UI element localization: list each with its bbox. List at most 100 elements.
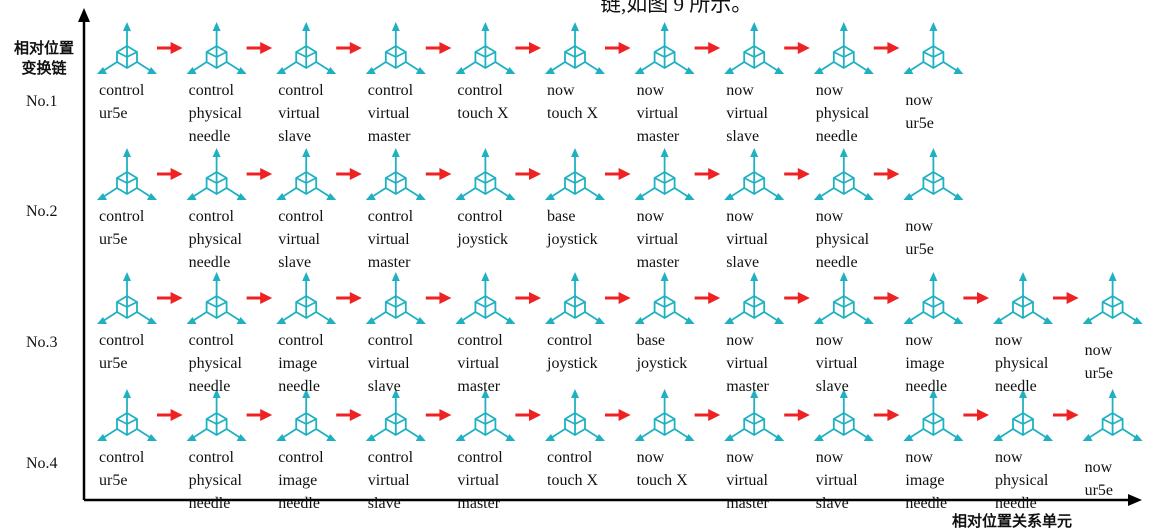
chain-arrow	[246, 168, 273, 180]
frame-label-line: master	[726, 495, 769, 512]
frame-label-line: now	[995, 332, 1023, 349]
frame-label-line: physical	[995, 472, 1049, 489]
coordinate-frame-icon	[813, 272, 874, 324]
frame-label-line: virtual	[726, 472, 768, 489]
frame-label-line: now	[1084, 342, 1113, 359]
chain-arrow	[425, 292, 452, 304]
frame-label-line: control	[188, 208, 234, 225]
frame-label-line: now	[905, 218, 933, 235]
coordinate-frame-icon	[813, 22, 874, 74]
coordinate-frame-icon	[365, 148, 426, 200]
chain-arrow	[336, 168, 362, 180]
frame-label-line: physical	[188, 472, 242, 489]
frame-label-line: virtual	[367, 472, 410, 489]
coordinate-frame-icon	[186, 22, 247, 74]
frame-label-line: base	[636, 332, 666, 349]
frame-label-line: master	[636, 128, 680, 145]
frame-label-line: virtual	[636, 231, 679, 248]
frame-label-line: slave	[726, 128, 760, 145]
frame-label-line: control	[99, 332, 145, 349]
axes	[78, 8, 1142, 506]
frame-label-line: ur5e	[1084, 482, 1114, 499]
frame-label-line: needle	[905, 495, 948, 512]
frame-label-line: needle	[278, 495, 320, 512]
chain-arrow	[963, 409, 989, 421]
frame-label: control ur5e	[99, 329, 144, 375]
frame-label-line: slave	[367, 495, 401, 512]
frame-label-line: virtual	[815, 355, 858, 372]
frame-label-line: control	[99, 208, 145, 225]
chain-arrow	[336, 409, 362, 421]
frame-label-line: control	[367, 332, 414, 349]
coordinate-frame-icon	[634, 272, 695, 324]
coordinate-frame-icon	[97, 148, 157, 200]
frame-label-line: ur5e	[99, 355, 128, 372]
y-axis-arrowhead	[78, 8, 90, 22]
chain-arrow	[246, 409, 273, 421]
chain-arrow	[605, 168, 631, 180]
frame-label-line: touch X	[547, 472, 599, 489]
chain-arrow	[694, 168, 721, 180]
x-axis-arrowhead	[1128, 494, 1142, 506]
coordinate-frame-icon	[993, 389, 1053, 441]
chain-arrow	[515, 409, 541, 421]
chain-arrow	[784, 168, 810, 180]
coordinate-frame-icon	[724, 272, 785, 324]
x-axis-label: 相对位置关系单元	[952, 512, 1073, 530]
frame-label-line: slave	[278, 128, 312, 145]
frame-label-line: virtual	[278, 231, 320, 248]
coordinate-frame-icon	[993, 272, 1053, 324]
frame-label-line: control	[457, 449, 503, 466]
coordinate-frame-icon	[455, 22, 516, 74]
frame-label-line: virtual	[367, 231, 410, 248]
frame-label-line: joystick	[547, 355, 598, 372]
coordinate-frame-icon	[545, 389, 605, 441]
coordinate-frame-icon	[813, 389, 874, 441]
chain-arrow	[1053, 292, 1079, 304]
frame-label-line: base	[547, 208, 576, 225]
frame-label-line: virtual	[367, 355, 410, 372]
chain-arrow	[1053, 409, 1079, 421]
coordinate-frame-icon	[634, 389, 695, 441]
chain-arrow	[784, 42, 810, 54]
frame-label-line: control	[547, 332, 593, 349]
frame-label-line: now	[815, 449, 844, 466]
chain-arrow	[336, 42, 362, 54]
frame-label-line: needle	[995, 378, 1037, 395]
chain-arrow	[157, 409, 183, 421]
coordinate-frame-icon	[365, 272, 426, 324]
frame-label-line: now	[815, 208, 844, 225]
frame-label-line: slave	[815, 495, 849, 512]
frame-label-line: now	[1084, 459, 1113, 476]
chain-arrow	[157, 168, 183, 180]
frame-label-line: image	[278, 355, 318, 372]
frames-layer	[97, 22, 1143, 441]
frame-label-line: slave	[367, 378, 401, 395]
frame-label-line: virtual	[815, 472, 858, 489]
frame-label-line: needle	[188, 254, 231, 271]
frame-label-line: needle	[905, 378, 948, 395]
chain-arrow	[515, 292, 541, 304]
frame-label-line: virtual	[726, 231, 768, 248]
coordinate-frame-icon	[813, 148, 874, 200]
frame-label-line: now	[636, 208, 665, 225]
coordinate-frame-icon	[97, 22, 157, 74]
frame-label-line: control	[99, 449, 145, 466]
